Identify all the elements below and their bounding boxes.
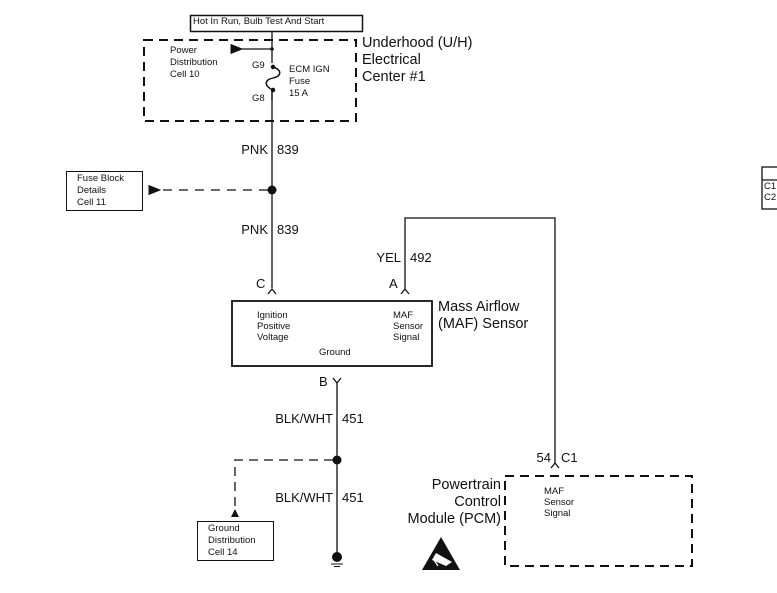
title-line: Center #1 [362, 69, 426, 85]
wire-color-label: PNK [241, 222, 268, 237]
fuse-block-reference[interactable]: Fuse Block Details Cell 11 [66, 171, 143, 211]
ground-distribution-reference[interactable]: Ground Distribution Cell 14 [197, 521, 274, 561]
fuse-label: ECM IGN Fuse 15 A [289, 64, 330, 100]
wire-circuit-label: 839 [277, 142, 299, 157]
wire-color-label: BLK/WHT [275, 411, 333, 426]
function-line: Sensor [393, 321, 424, 332]
power-source-box [189, 14, 364, 33]
ground-reference-line [234, 459, 333, 512]
connector-c1-icon [550, 461, 560, 469]
splice-dot [267, 185, 277, 195]
pin-a-label: A [389, 276, 398, 291]
function-line: Positive [257, 321, 291, 332]
splice-dot [270, 47, 274, 51]
pin-c-function: Ignition Positive Voltage [257, 310, 290, 343]
underhood-center-outline [143, 39, 357, 122]
arrow-up-icon [231, 509, 239, 517]
connector-c-icon [267, 287, 277, 295]
fuse-name: ECM IGN [289, 64, 330, 75]
pcm-outline [504, 475, 693, 567]
underhood-center-title: Underhood (U/H) Electrical Center #1 [362, 35, 472, 86]
pcm-title: Powertrain Control Module (PCM) [380, 477, 501, 528]
pin-b-function: Ground [319, 347, 351, 358]
wire-yel-492 [404, 217, 556, 463]
pin-a-function: MAF Sensor Signal [393, 310, 423, 343]
fuse-terminal-g8: G8 [252, 93, 265, 104]
function-line: Sensor [544, 497, 575, 508]
connector-legend-table [761, 166, 777, 210]
wire-circuit-label: 839 [277, 222, 299, 237]
wire-circuit-label: 492 [410, 250, 432, 265]
wire-circuit-label: 451 [342, 490, 364, 505]
pcm-pin-function: MAF Sensor Signal [544, 486, 574, 519]
ref-line: Cell 14 [208, 547, 238, 558]
legend-row: C2 [764, 192, 777, 203]
function-line: Signal [544, 508, 571, 519]
title-line: Control [454, 494, 501, 510]
connector-a-icon [400, 287, 410, 295]
splice-dot [332, 455, 342, 465]
title-line: Mass Airflow [438, 299, 520, 315]
ref-line: Power [170, 45, 197, 56]
function-line: Voltage [257, 332, 289, 343]
fuse-type: Fuse [289, 76, 311, 87]
title-line: Module (PCM) [407, 511, 501, 527]
wire-color-label: BLK/WHT [275, 490, 333, 505]
power-source-label: Hot In Run, Bulb Test And Start [193, 16, 325, 27]
ref-line: Distribution [170, 57, 218, 68]
function-line: Signal [393, 332, 420, 343]
legend-row: C1 [764, 181, 777, 192]
wire-color-label: PNK [241, 142, 268, 157]
ref-line: Cell 10 [170, 69, 200, 80]
ground-splice [332, 552, 342, 562]
pcm-connector-label: C1 [561, 450, 578, 465]
ref-line: Cell 11 [77, 197, 106, 208]
ref-line: Ground [208, 523, 240, 534]
wire-circuit-label: 451 [342, 411, 364, 426]
ref-line: Distribution [208, 535, 256, 546]
function-line: MAF [544, 486, 565, 497]
title-line: Underhood (U/H) [362, 35, 473, 51]
connector-b-icon [332, 377, 342, 385]
ref-line: Fuse Block [77, 173, 124, 184]
fuse-terminal-g9: G9 [252, 60, 265, 71]
wire-color-label: YEL [376, 250, 401, 265]
title-line: (MAF) Sensor [438, 316, 529, 332]
pin-c-label: C [256, 276, 266, 291]
function-line: Ignition [257, 310, 288, 321]
pcm-pin-number: 54 [536, 450, 551, 465]
title-line: Powertrain [431, 477, 501, 493]
title-line: Electrical [362, 52, 421, 68]
esd-warning-icon [422, 537, 460, 570]
connector-legend-rows: C1 C2 [764, 181, 776, 203]
pin-b-label: B [319, 374, 328, 389]
fuse-rating: 15 A [289, 88, 309, 99]
maf-sensor-box [231, 300, 433, 367]
function-line: MAF [393, 310, 414, 321]
power-distribution-reference[interactable]: Power Distribution Cell 10 [170, 45, 218, 81]
ref-line: Details [77, 185, 107, 196]
maf-sensor-title: Mass Airflow (MAF) Sensor [438, 299, 528, 333]
